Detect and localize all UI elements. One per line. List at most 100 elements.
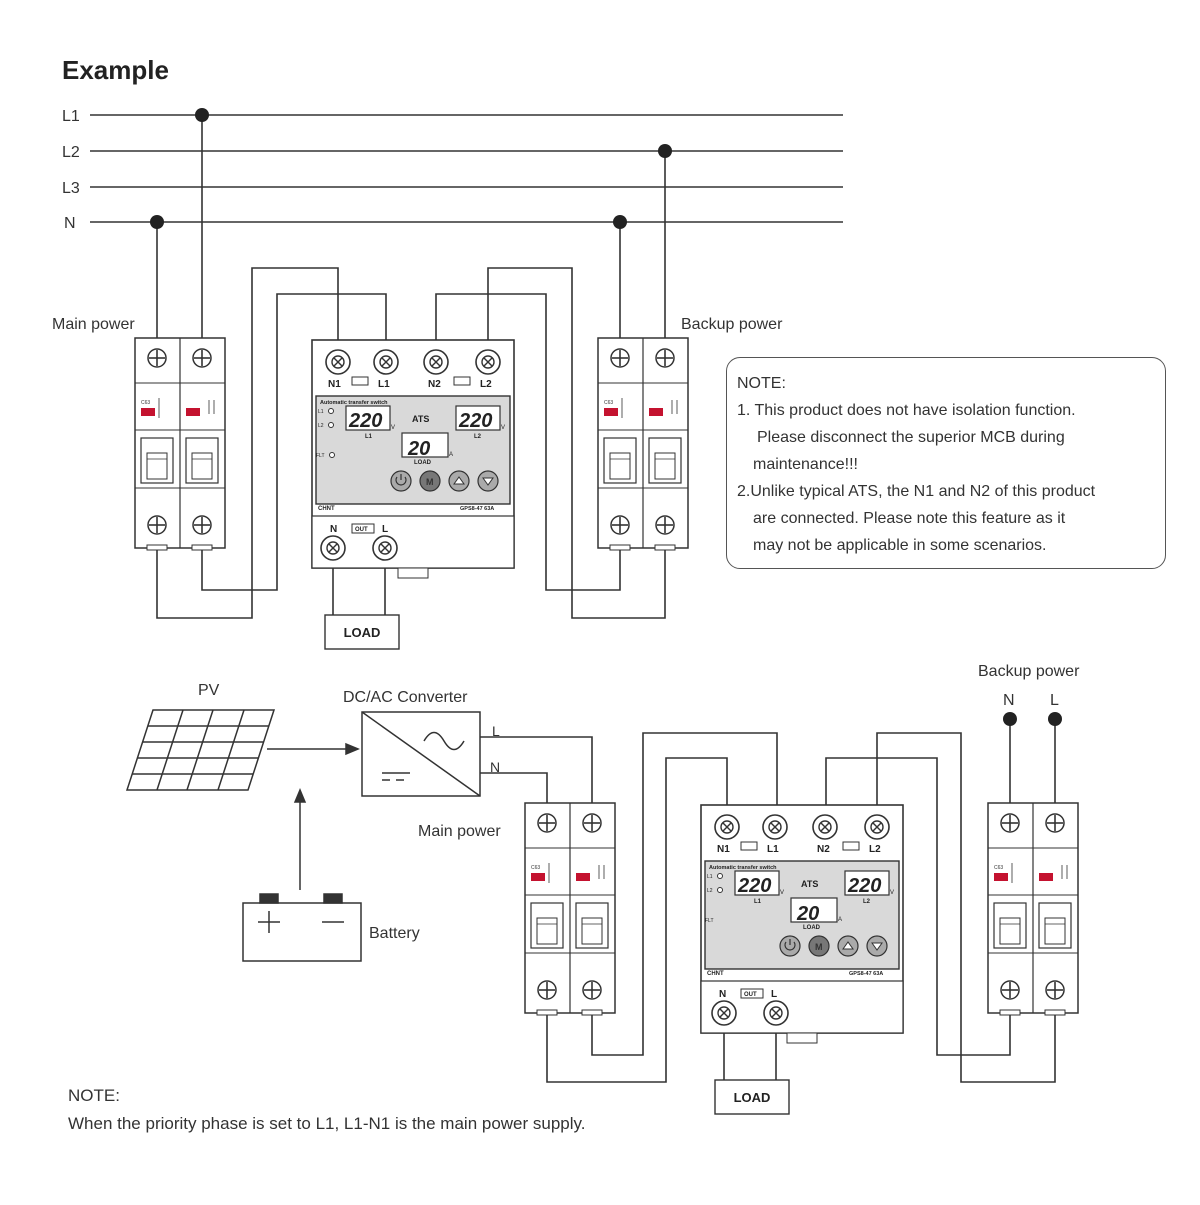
load-box-bottom: LOAD	[714, 1079, 790, 1115]
load-label-bottom: LOAD	[734, 1090, 771, 1105]
ats-out-l: L	[771, 989, 777, 1000]
load-box-top: LOAD	[324, 614, 400, 650]
ats-unit-a: A	[449, 452, 453, 458]
ats-load-label: LOAD	[803, 925, 821, 931]
ats-side-l2: L2	[318, 423, 324, 429]
backup-power-label-bottom: Backup power	[978, 663, 1080, 680]
backup-power-label-top: Backup power	[681, 316, 783, 333]
page-title: Example	[62, 55, 169, 85]
arrows	[267, 742, 360, 890]
ats-load-label: LOAD	[414, 460, 432, 466]
ats-l2-label: L2	[863, 899, 871, 905]
main-breaker-top	[134, 337, 226, 551]
ats-out-n: N	[330, 524, 337, 535]
ats-unit-v1: V	[391, 425, 395, 431]
ats-reading-load: 20	[407, 438, 430, 460]
battery-label: Battery	[369, 925, 420, 942]
pv-panel	[125, 709, 276, 791]
pv-label: PV	[198, 682, 220, 699]
bus-lines	[90, 114, 843, 223]
ats-terminal-l1: L1	[378, 379, 390, 390]
arrow-up-icon	[293, 788, 307, 803]
ats-unit-v1: V	[780, 890, 784, 896]
ats-out-l: L	[382, 524, 388, 535]
ats-reading-load: 20	[796, 903, 819, 925]
ats-terminal-n2: N2	[428, 379, 441, 390]
ats-reading-l2: 220	[847, 875, 881, 897]
ats-reading-l1: 220	[737, 875, 771, 897]
ats-unit-a: A	[838, 917, 842, 923]
ats-terminal-l2: L2	[480, 379, 492, 390]
ats-l1-label: L1	[754, 899, 762, 905]
ats-terminal-l2: L2	[869, 844, 881, 855]
bus-label-l2: L2	[62, 144, 80, 161]
ats-terminal-n1: N1	[328, 379, 341, 390]
note-line: Please disconnect the superior MCB durin…	[757, 429, 1065, 446]
ats-header: Automatic transfer switch	[709, 865, 777, 871]
ats-terminal-l1: L1	[767, 844, 779, 855]
converter-l-label: L	[492, 723, 500, 739]
ats-header: Automatic transfer switch	[320, 400, 388, 406]
ats-l1-label: L1	[365, 434, 373, 440]
ats-terminal-n2: N2	[817, 844, 830, 855]
ats-unit-v2: V	[890, 890, 894, 896]
load-label-top: LOAD	[344, 625, 381, 640]
ats-side-l1: L1	[318, 409, 324, 415]
ats-out-label: OUT	[744, 992, 757, 998]
ats-brand: CHNT	[318, 506, 335, 512]
junction-dots	[150, 108, 672, 229]
ats-out-label: OUT	[355, 527, 368, 533]
main-power-label-bottom: Main power	[418, 823, 501, 840]
menu-icon[interactable]	[808, 935, 830, 957]
note-line: are connected. Please note this feature …	[753, 510, 1066, 527]
ats-label: ATS	[801, 879, 818, 889]
ats-side-l2: L2	[707, 888, 713, 894]
power-icon[interactable]	[779, 935, 801, 957]
menu-icon[interactable]	[419, 470, 441, 492]
arrow-right-icon	[345, 742, 360, 756]
backup-n-label: N	[1003, 692, 1015, 709]
terminal-dot	[1048, 712, 1062, 726]
junction-dot	[150, 215, 164, 229]
svg-text:M: M	[815, 942, 823, 952]
dc-ac-converter	[361, 711, 481, 797]
ats-l2-label: L2	[474, 434, 482, 440]
note-box-top: NOTE: 1. This product does not have isol…	[726, 357, 1166, 569]
bus-labels: L1 L2 L3 N	[62, 108, 80, 232]
ats-reading-l1: 220	[348, 410, 382, 432]
ats-top: N1 L1 N2 L2 Automatic transfer switch 22…	[311, 339, 515, 579]
note-line: maintenance!!!	[753, 456, 858, 473]
backup-breaker-bottom	[987, 802, 1079, 1016]
note-bottom: NOTE: When the priority phase is set to …	[68, 1082, 586, 1138]
note-heading: NOTE:	[737, 375, 786, 392]
ats-side-flt: FLT	[705, 918, 714, 924]
top-wires	[156, 115, 666, 619]
junction-dots-bottom	[1003, 712, 1062, 726]
junction-dot	[613, 215, 627, 229]
ats-reading-l2: 220	[458, 410, 492, 432]
junction-dot	[195, 108, 209, 122]
bottom-wires	[480, 720, 1056, 1083]
ats-terminal-n1: N1	[717, 844, 730, 855]
bus-label-n: N	[64, 215, 76, 232]
battery	[242, 893, 362, 962]
backup-l-label: L	[1050, 692, 1059, 709]
ats-model: GPS8-47 63A	[460, 506, 494, 512]
ats-unit-v2: V	[501, 425, 505, 431]
note-heading: NOTE:	[68, 1086, 120, 1105]
junction-dot	[658, 144, 672, 158]
bus-label-l3: L3	[62, 180, 80, 197]
converter-label: DC/AC Converter	[343, 689, 468, 706]
main-breaker-bottom	[524, 802, 616, 1016]
ats-side-flt: FLT	[316, 453, 325, 459]
note-line: 2.Unlike typical ATS, the N1 and N2 of t…	[737, 483, 1096, 500]
terminal-dot	[1003, 712, 1017, 726]
ats-model: GPS8-47 63A	[849, 971, 883, 977]
main-power-label-top: Main power	[52, 316, 135, 333]
note-line: When the priority phase is set to L1, L1…	[68, 1114, 586, 1133]
bus-label-l1: L1	[62, 108, 80, 125]
ats-side-l1: L1	[707, 874, 713, 880]
power-icon[interactable]	[390, 470, 412, 492]
